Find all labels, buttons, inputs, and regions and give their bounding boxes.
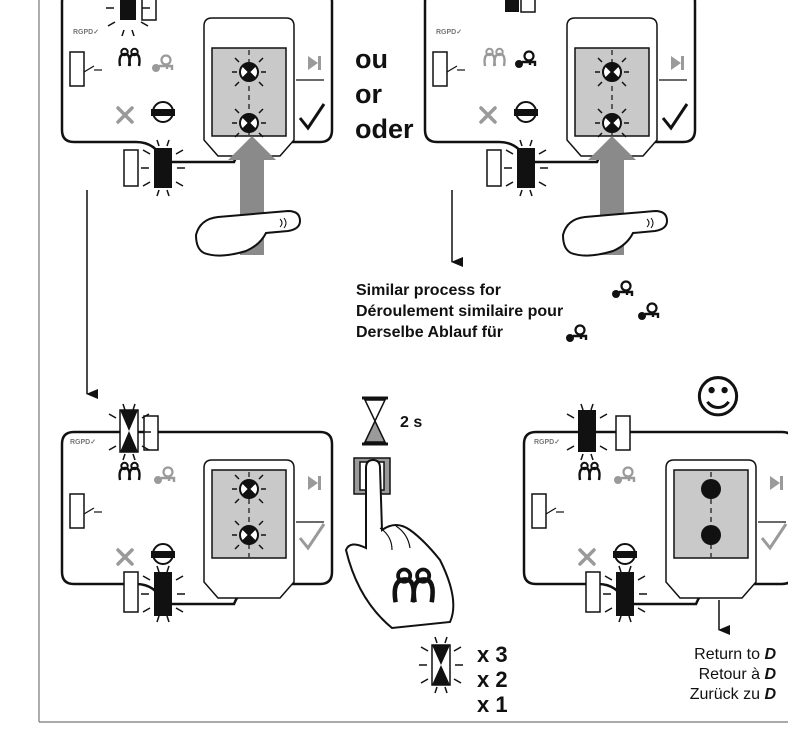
rgpd-label-top-left: RGPD✓ [73,29,99,36]
similar-process-en: Similar process for [356,282,501,299]
finger-top-right [562,210,668,257]
multiplier-1: x 1 [477,692,508,717]
rgpd-label-bottom-right: RGPD✓ [534,439,560,446]
key-icon-line2 [636,302,660,322]
flashing-indicator-icon [418,636,464,694]
finger-top-left [195,210,301,257]
timer-label: 2 s [400,414,423,431]
alternative-oder: oder [355,114,414,144]
panel-top-left [60,0,334,197]
similar-process-fr: Déroulement similaire pour [356,303,564,320]
return-text-block: Return to D Retour à D Zurück zu D [690,645,776,705]
panel-bottom-right [522,403,788,623]
return-en: Return to D [694,646,776,663]
return-de: Zurück zu D [689,686,776,703]
hourglass-icon [362,396,388,446]
multiplier-3: x 3 [477,642,508,667]
key-icon-line1 [610,280,634,300]
alternative-ou: ou [355,44,388,74]
smiley-icon: ☺ [694,370,742,424]
hand-pressing-icon [344,457,455,630]
panel-top-right [423,0,697,197]
panel-bottom-left [60,403,334,623]
multiplier-2: x 2 [477,667,508,692]
return-fr: Retour à D [698,666,776,683]
similar-process-de: Derselbe Ablauf für [356,324,503,341]
key-icon-line3 [564,324,588,344]
rgpd-label-top-right: RGPD✓ [436,29,462,36]
alternative-or: or [355,79,382,109]
rgpd-label-bottom-left: RGPD✓ [70,439,96,446]
